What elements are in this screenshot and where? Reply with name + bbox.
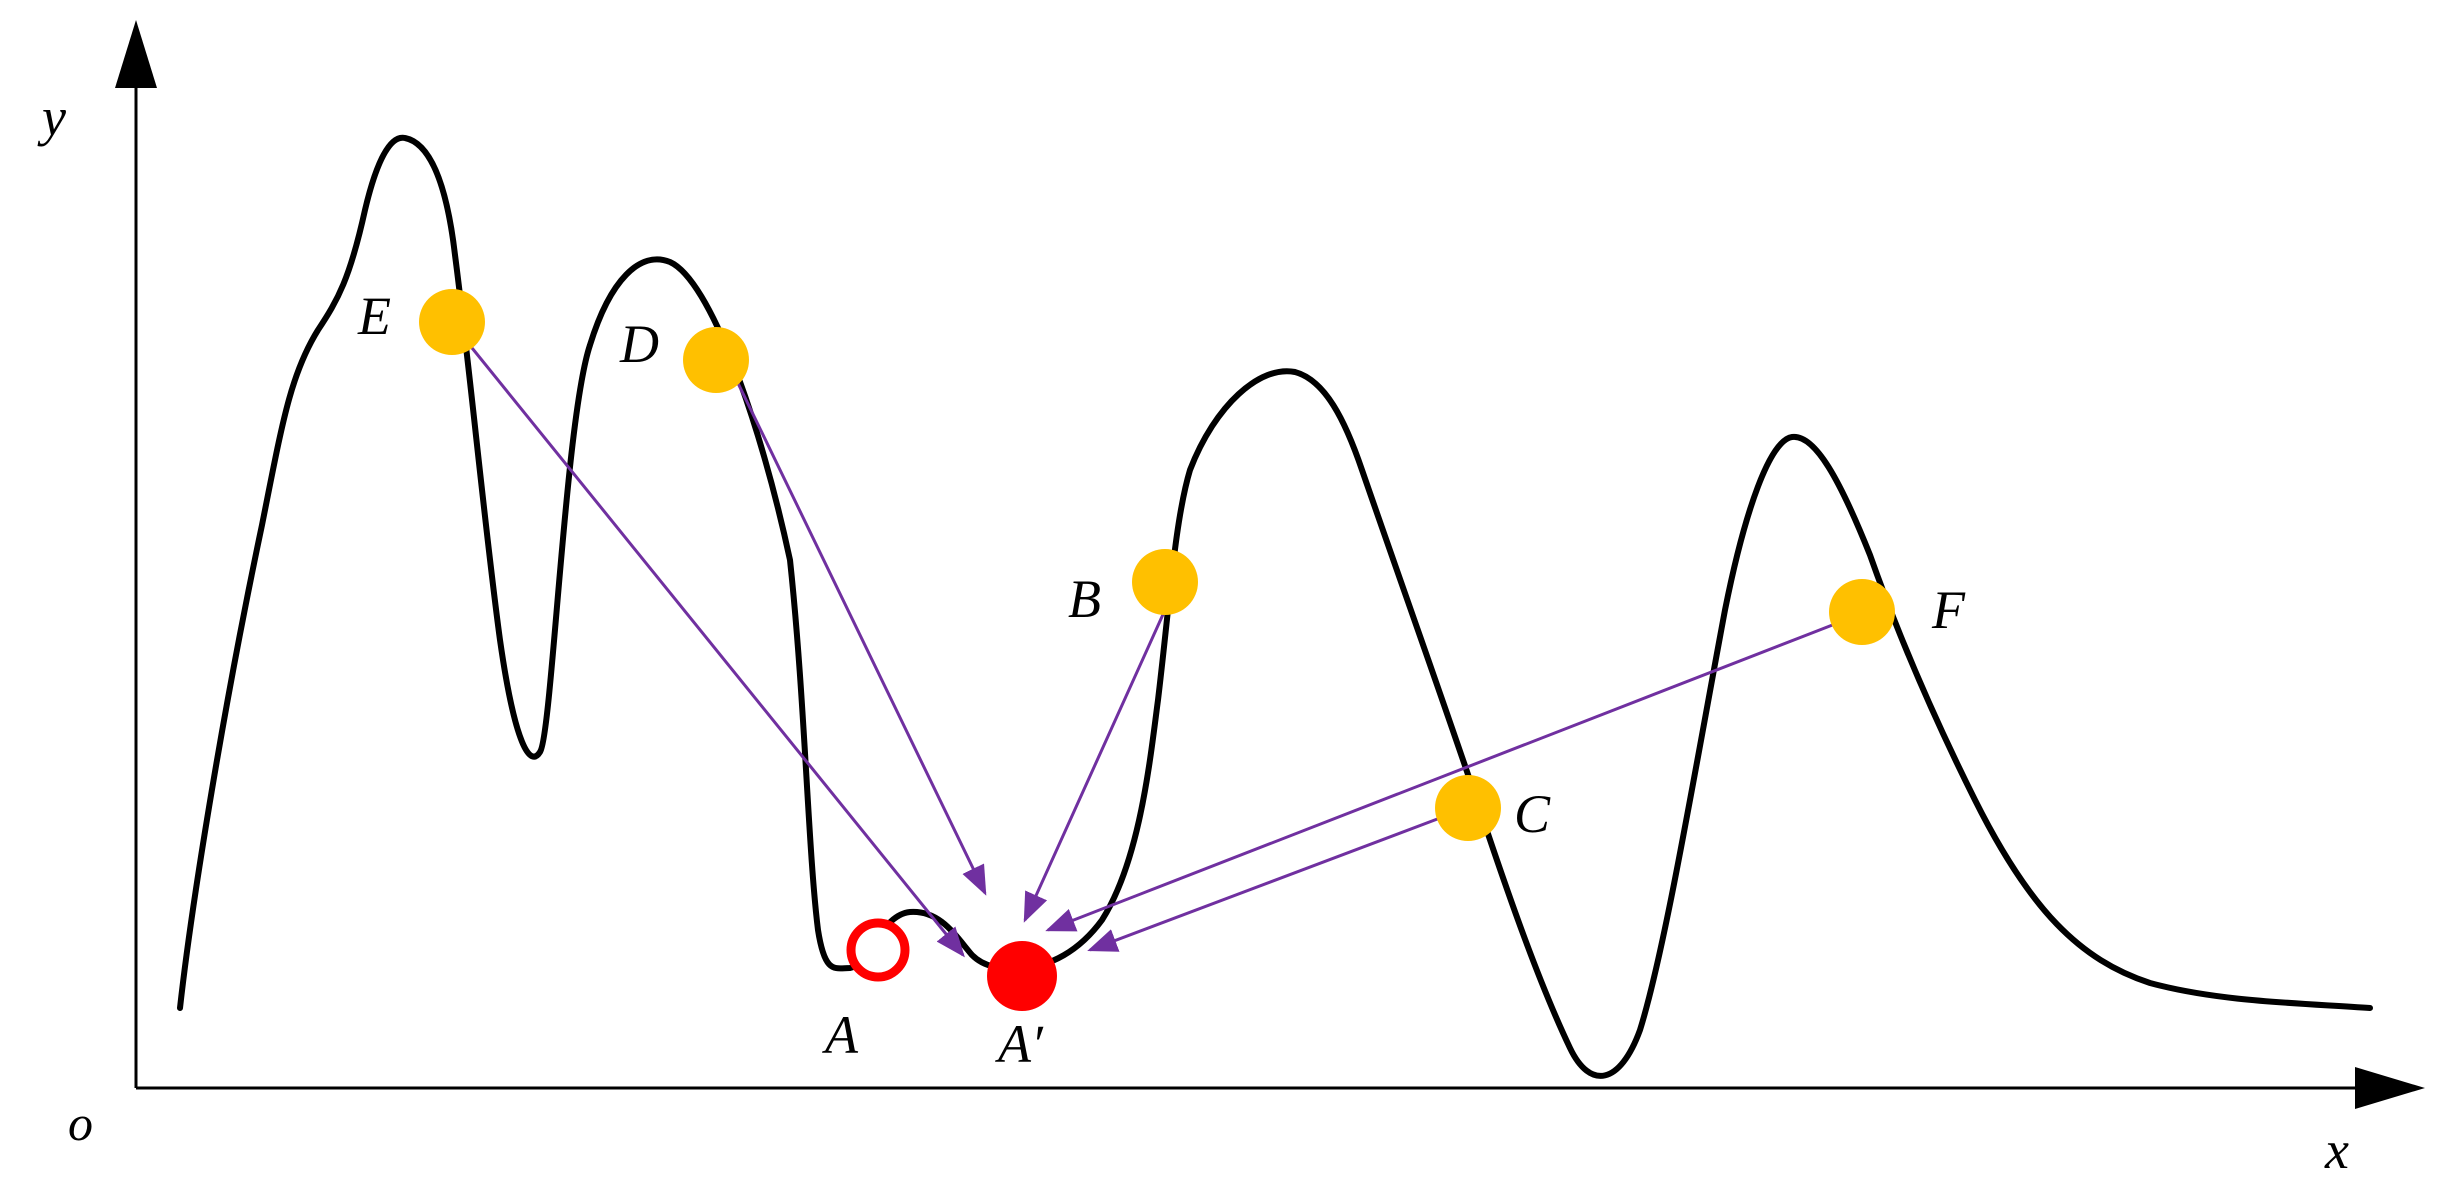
y-axis-label: y <box>37 87 66 147</box>
axes: y x o <box>37 20 2425 1180</box>
point-A-hollow-marker <box>846 918 910 982</box>
point-B-marker <box>1132 549 1198 615</box>
points <box>419 289 1895 1011</box>
point-E-marker <box>419 289 485 355</box>
y-axis-arrowhead <box>115 20 157 88</box>
point-labels: A A′ B C D E F <box>357 286 1966 1074</box>
arrow-D-to-A-prime <box>733 376 987 896</box>
origin-label: o <box>68 1095 93 1151</box>
point-D-marker <box>683 327 749 393</box>
point-E-label: E <box>357 286 391 346</box>
point-A-prime-filled-marker <box>987 941 1057 1011</box>
point-A-prime-label: A′ <box>995 1014 1044 1074</box>
point-C-label: C <box>1514 784 1551 844</box>
point-B-label: B <box>1068 569 1101 629</box>
x-axis-arrowhead <box>2355 1067 2425 1109</box>
point-D-label: D <box>619 314 659 374</box>
point-F-label: F <box>1931 580 1966 640</box>
arrow-C-to-A-prime <box>1087 816 1441 952</box>
search-arrows <box>466 342 1836 958</box>
arrow-E-to-A-prime <box>466 342 965 958</box>
arrow-B-to-A-prime <box>1023 609 1167 923</box>
point-F-marker <box>1829 579 1895 645</box>
objective-curve <box>177 134 2373 1079</box>
x-axis-label: x <box>2324 1120 2349 1180</box>
arrow-F-to-A-prime <box>1045 622 1836 932</box>
point-A-label: A <box>822 1005 859 1065</box>
point-C-marker <box>1435 775 1501 841</box>
